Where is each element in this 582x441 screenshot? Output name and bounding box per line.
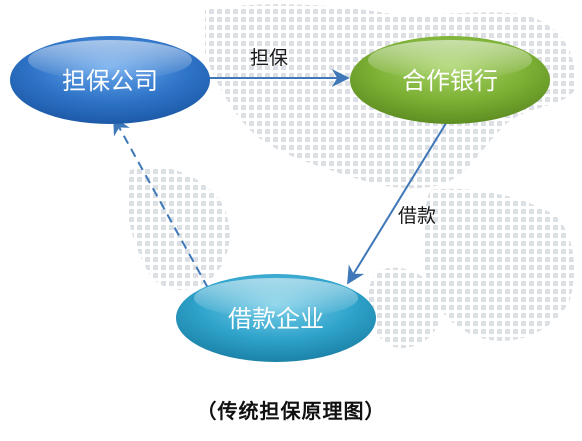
node-borrowing-enterprise-gloss bbox=[194, 278, 358, 318]
edge-label-loan: 借款 bbox=[398, 205, 436, 227]
node-guarantee-company: 担保公司 bbox=[10, 36, 210, 124]
edge-label-guarantee: 担保 bbox=[250, 47, 288, 69]
map-region-east bbox=[422, 188, 575, 341]
node-partner-bank-label: 合作银行 bbox=[402, 67, 498, 95]
arrow-dashed-return bbox=[113, 116, 209, 289]
node-borrowing-enterprise-label: 借款企业 bbox=[228, 305, 324, 333]
map-region-south bbox=[367, 267, 441, 349]
node-borrowing-enterprise: 借款企业 bbox=[176, 274, 376, 362]
node-guarantee-company-gloss bbox=[28, 40, 192, 80]
edges: 担保 借款 bbox=[113, 47, 449, 289]
node-partner-bank: 合作银行 bbox=[350, 36, 550, 124]
diagram-caption: （传统担保原理图） bbox=[196, 399, 386, 423]
node-guarantee-company-label: 担保公司 bbox=[62, 67, 158, 95]
node-partner-bank-gloss bbox=[368, 40, 532, 80]
arrow-loan bbox=[347, 119, 449, 285]
map-region-southwest bbox=[126, 166, 230, 290]
